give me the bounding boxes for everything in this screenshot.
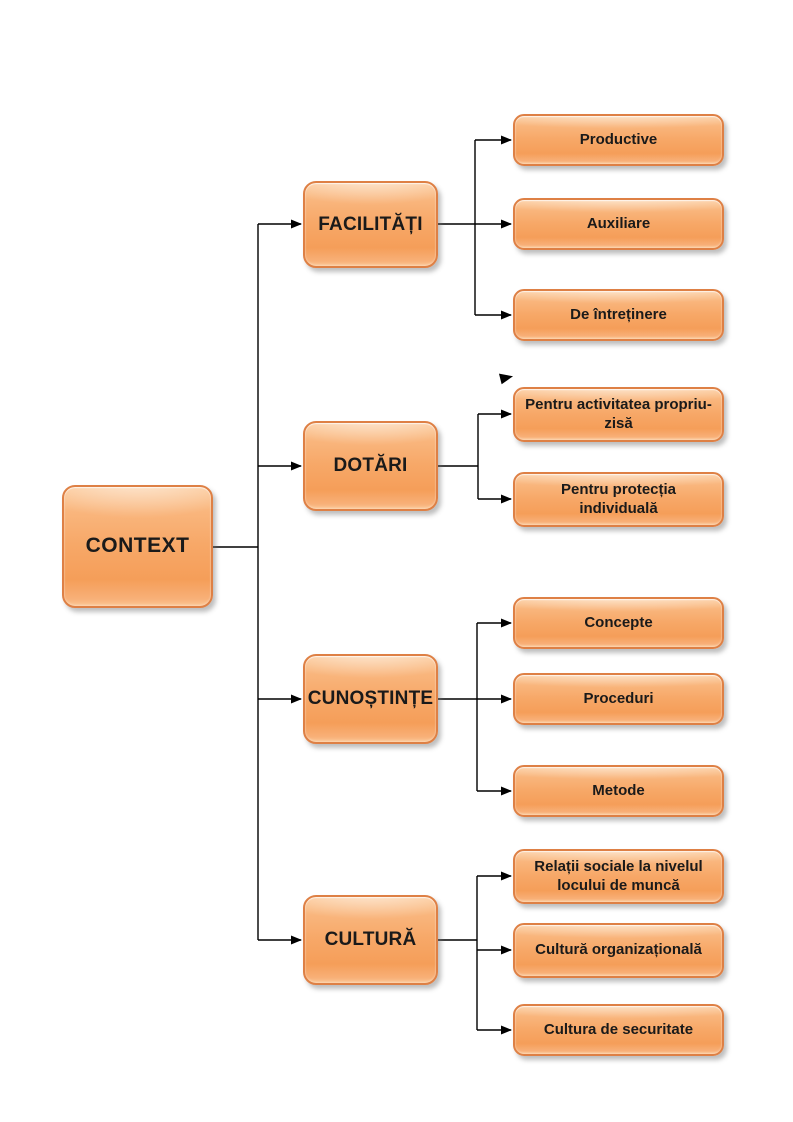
node-auxiliare: Auxiliare xyxy=(513,198,724,250)
node-relatii-sociale: Relații sociale la nivelul locului de mu… xyxy=(513,849,724,904)
node-de-intretinere: De întreținere xyxy=(513,289,724,341)
node-pentru-activitatea: Pentru activitatea propriu-zisă xyxy=(513,387,724,442)
stray-arrowhead-icon xyxy=(498,373,514,385)
node-pentru-protectia: Pentru protecția individuală xyxy=(513,472,724,527)
node-cultura-de-securitate: Cultura de securitate xyxy=(513,1004,724,1056)
node-cultura-organizationala: Cultură organizațională xyxy=(513,923,724,978)
node-productive: Productive xyxy=(513,114,724,166)
node-concepte: Concepte xyxy=(513,597,724,649)
node-metode: Metode xyxy=(513,765,724,817)
node-cultura: CULTURĂ xyxy=(303,895,438,985)
node-dotari: DOTĂRI xyxy=(303,421,438,511)
node-facilitati: FACILITĂȚI xyxy=(303,181,438,268)
node-proceduri: Proceduri xyxy=(513,673,724,725)
node-cunostinte: CUNOȘTINȚE xyxy=(303,654,438,744)
node-context: CONTEXT xyxy=(62,485,213,608)
